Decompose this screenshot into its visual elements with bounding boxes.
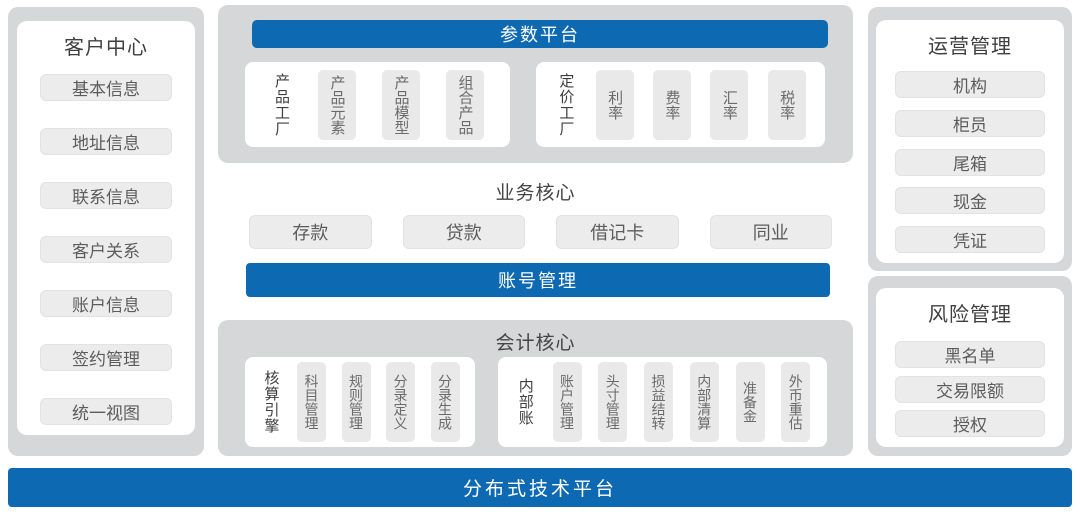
customer-center-item: 联系信息 (40, 182, 172, 209)
accounting-engine-chip: 科目管理 (297, 362, 326, 442)
internal-account-chip: 损益结转 (644, 362, 673, 442)
pricing-factory-chip: 汇率 (710, 69, 749, 140)
customer-center-item: 统一视图 (40, 398, 172, 425)
distributed-platform-bar: 分布式技术平台 (8, 468, 1072, 507)
risk-title: 风险管理 (928, 304, 1012, 326)
business-core-item: 同业 (709, 215, 832, 249)
customer-center-title: 客户中心 (64, 37, 148, 59)
customer-center-item: 签约管理 (40, 344, 172, 371)
internal-account-chip: 账户管理 (552, 362, 582, 442)
product-factory-chip: 组合产品 (446, 69, 484, 140)
internal-account-chip: 内部清算 (689, 362, 719, 442)
account-management-bar: 账号管理 (246, 263, 830, 297)
customer-center-item: 客户关系 (40, 236, 172, 263)
operations-item: 尾箱 (895, 148, 1045, 176)
accounting-engine-chip: 分录定义 (386, 362, 415, 442)
accounting-engine-group: 核算引擎 科目管理 规则管理 分录定义 分录生成 (245, 357, 475, 447)
pricing-factory-group: 定价工厂 利率 费率 汇率 税率 (536, 62, 825, 147)
accounting-core-title: 会计核心 (495, 333, 576, 354)
business-core-item: 存款 (249, 215, 372, 249)
operations-item: 现金 (895, 187, 1045, 215)
business-core-title: 业务核心 (495, 183, 576, 204)
parameter-platform-header: 参数平台 (252, 20, 828, 48)
internal-account-label: 内部账 (516, 378, 534, 426)
product-factory-label: 产品工厂 (273, 72, 290, 137)
customer-center-item: 地址信息 (40, 128, 172, 155)
business-core-item: 借记卡 (556, 215, 679, 249)
risk-item: 交易限额 (895, 375, 1045, 403)
customer-center-item: 账户信息 (40, 290, 172, 317)
accounting-engine-label: 核算引擎 (262, 370, 280, 434)
operations-items: 机构 柜员 尾箱 现金 凭证 (876, 59, 1064, 253)
risk-item: 授权 (895, 410, 1045, 437)
accounting-engine-chip: 规则管理 (341, 362, 371, 442)
pricing-factory-chip: 利率 (595, 69, 634, 140)
risk-panel: 风险管理 黑名单 交易限额 授权 (868, 276, 1072, 456)
internal-account-chip: 头寸管理 (598, 362, 628, 442)
accounting-engine-chip: 分录生成 (430, 362, 460, 442)
product-factory-group: 产品工厂 产品元素 产品模型 组合产品 (245, 62, 510, 147)
risk-card: 风险管理 黑名单 交易限额 授权 (876, 288, 1064, 447)
risk-item: 黑名单 (895, 341, 1045, 368)
operations-panel: 运营管理 机构 柜员 尾箱 现金 凭证 (868, 7, 1072, 271)
customer-center-panel: 客户中心 基本信息 地址信息 联系信息 客户关系 账户信息 签约管理 统一视图 (8, 7, 204, 456)
operations-item: 机构 (895, 71, 1045, 98)
parameter-platform-section: 参数平台 产品工厂 产品元素 产品模型 组合产品 定价工厂 利率 费率 汇率 税… (218, 5, 853, 163)
parameter-platform-groups: 产品工厂 产品元素 产品模型 组合产品 定价工厂 利率 费率 汇率 税率 (245, 62, 825, 147)
pricing-factory-chip: 税率 (767, 69, 806, 140)
business-core-row: 存款 贷款 借记卡 同业 (249, 215, 832, 249)
product-factory-chip: 产品元素 (318, 69, 356, 140)
customer-center-items: 基本信息 地址信息 联系信息 客户关系 账户信息 签约管理 统一视图 (17, 60, 195, 425)
customer-center-item: 基本信息 (40, 74, 172, 101)
operations-title: 运营管理 (928, 36, 1012, 58)
internal-account-chip: 外币重估 (781, 362, 811, 442)
product-factory-chip: 产品模型 (382, 69, 420, 140)
operations-card: 运营管理 机构 柜员 尾箱 现金 凭证 (876, 20, 1064, 263)
accounting-core-section: 会计核心 核算引擎 科目管理 规则管理 分录定义 分录生成 内部账 账户管理 头… (218, 320, 853, 456)
internal-account-chip: 准备金 (735, 362, 765, 442)
internal-account-group: 内部账 账户管理 头寸管理 损益结转 内部清算 准备金 外币重估 (498, 357, 827, 447)
accounting-core-groups: 核算引擎 科目管理 规则管理 分录定义 分录生成 内部账 账户管理 头寸管理 损… (245, 357, 827, 447)
customer-center-card: 客户中心 基本信息 地址信息 联系信息 客户关系 账户信息 签约管理 统一视图 (17, 21, 195, 435)
pricing-factory-chip: 费率 (652, 69, 691, 140)
business-core-item: 贷款 (402, 215, 525, 249)
operations-item: 凭证 (895, 226, 1045, 253)
pricing-factory-label: 定价工厂 (557, 72, 575, 137)
operations-item: 柜员 (895, 109, 1045, 137)
risk-items: 黑名单 交易限额 授权 (876, 327, 1064, 437)
